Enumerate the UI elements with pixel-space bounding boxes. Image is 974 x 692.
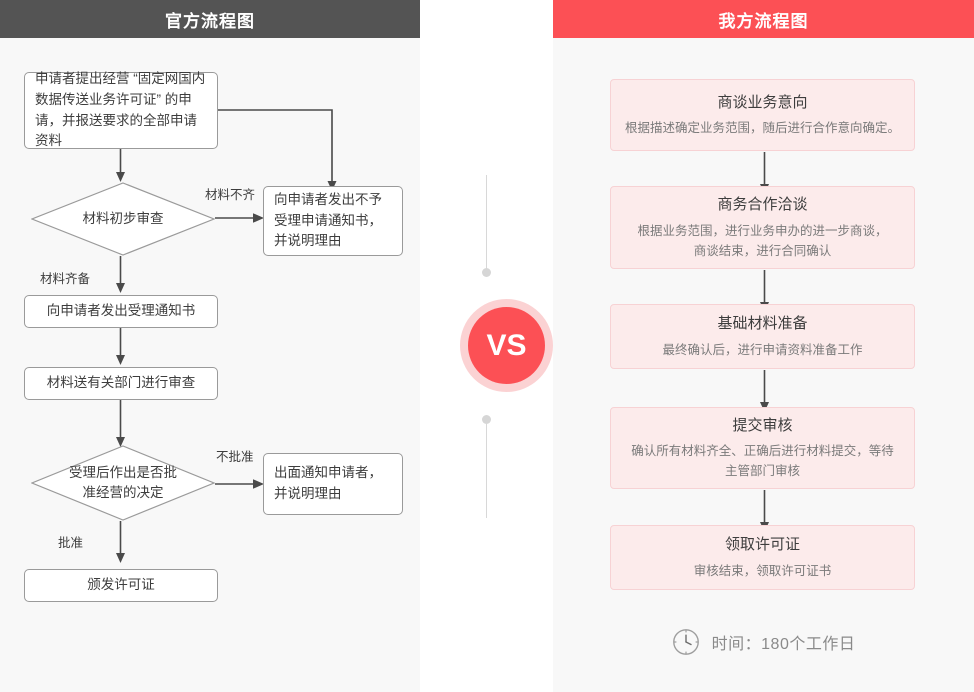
connector-d2-to-n4 (112, 521, 129, 564)
connector-d1-to-n2 (112, 256, 129, 294)
our-panel-title: 我方流程图 (553, 0, 974, 38)
connector-n1-to-reject1 (218, 98, 340, 193)
step-title: 提交审核 (732, 416, 793, 434)
connector-n3-to-d2 (112, 400, 129, 448)
decision-label: 受理后作出是否批准经营的决定 (69, 464, 177, 500)
our-flow-panel: 我方流程图 商谈业务意向 根据描述确定业务范围，随后进行合作意向确定。 商务合作… (553, 0, 974, 692)
step-desc: 审核结束，领取许可证书 (693, 563, 832, 578)
our-step-5: 领取许可证 审核结束，领取许可证书 (610, 525, 915, 590)
step-desc: 确认所有材料齐全、正确后进行材料提交，等待 主管部门审核 (631, 444, 894, 479)
our-step-3: 基础材料准备 最终确认后，进行申请资料准备工作 (610, 304, 915, 369)
clock-icon (672, 628, 700, 656)
flow-node-application: 申请者提出经营 “固定网国内数据传送业务许可证” 的申请，并报送要求的全部申请资… (24, 71, 218, 149)
flow-node-denial-notice: 出面通知申请者，并说明理由 (263, 453, 403, 515)
flow-node-acceptance-notice: 向申请者发出受理通知书 (24, 295, 218, 328)
step-title: 商务合作洽谈 (717, 196, 808, 214)
vs-line-top (486, 175, 487, 270)
vs-label: VS (468, 307, 545, 384)
decision-label: 材料初步审查 (82, 210, 164, 226)
our-step-4: 提交审核 确认所有材料齐全、正确后进行材料提交，等待 主管部门审核 (610, 407, 915, 489)
step-desc: 根据业务范围，进行业务申办的进一步商谈， 商谈结束，进行合同确认 (637, 223, 888, 258)
vs-dot-top (482, 268, 491, 277)
connector-d2-to-reject2 (215, 476, 265, 492)
edge-label-approved: 批准 (58, 536, 84, 550)
step-title: 领取许可证 (724, 536, 800, 554)
edge-label-not-approved: 不批准 (216, 450, 254, 464)
official-flow-diagram: 申请者提出经营 “固定网国内数据传送业务许可证” 的申请，并报送要求的全部申请资… (0, 38, 420, 692)
flow-node-rejection-notice: 向申请者发出不予受理申请通知书，并说明理由 (263, 186, 403, 256)
flow-decision-approval: 受理后作出是否批准经营的决定 (31, 445, 215, 521)
step-title: 基础材料准备 (717, 315, 808, 333)
flow-node-department-review: 材料送有关部门进行审查 (24, 367, 218, 400)
step-desc: 最终确认后，进行申请资料准备工作 (662, 342, 863, 357)
flow-node-issue-license: 颁发许可证 (24, 569, 218, 602)
duration-footer: 时间：180个工作日 (553, 628, 974, 656)
vs-dot-bottom (482, 415, 491, 424)
edge-label-materials-complete: 材料齐备 (40, 272, 91, 286)
edge-label-materials-incomplete: 材料不齐 (205, 188, 256, 202)
vs-divider: VS (420, 0, 553, 692)
official-flow-panel: 官方流程图 申请者提出经营 “固定网国内数据传送业务许可证” 的申请，并报送要求… (0, 0, 420, 692)
step-desc: 根据描述确定业务范围，随后进行合作意向确定。 (624, 121, 900, 136)
duration-text: 时间：180个工作日 (711, 636, 856, 653)
step-title: 商谈业务意向 (717, 93, 808, 111)
official-panel-title: 官方流程图 (0, 0, 420, 38)
connector-n2-to-n3 (112, 328, 129, 366)
connector-d1-to-reject1 (215, 210, 265, 226)
flow-decision-initial-review: 材料初步审查 (31, 182, 215, 256)
vs-line-bottom (486, 423, 487, 518)
our-step-1: 商谈业务意向 根据描述确定业务范围，随后进行合作意向确定。 (610, 79, 915, 151)
our-flow-diagram: 商谈业务意向 根据描述确定业务范围，随后进行合作意向确定。 商务合作洽谈 根据业… (553, 38, 974, 692)
vs-badge: VS (460, 299, 553, 392)
connector-n1-to-d1 (112, 149, 129, 183)
our-step-2: 商务合作洽谈 根据业务范围，进行业务申办的进一步商谈， 商谈结束，进行合同确认 (610, 186, 915, 269)
